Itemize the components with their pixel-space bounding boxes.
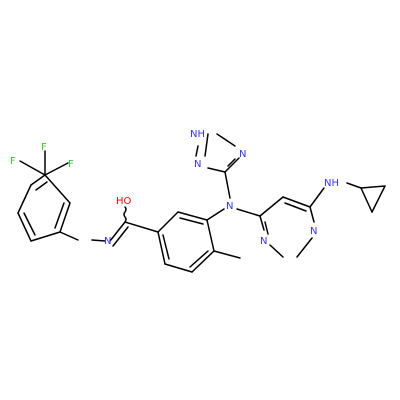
bond	[124, 221, 159, 233]
atom-labels: F F F HO N NH N N N N N NH	[10, 129, 339, 247]
bond	[109, 221, 126, 242]
atom-label-pyrimidine-n: N	[260, 236, 267, 247]
atom-label-triazole-nh: NH	[190, 129, 205, 140]
bond	[236, 208, 261, 217]
atom-label-f: F	[10, 156, 16, 167]
bond	[179, 217, 204, 225]
atom-label-triazole-n: N	[194, 159, 201, 170]
bond	[224, 171, 231, 199]
bond	[227, 158, 236, 167]
bond	[216, 133, 236, 147]
bond	[19, 160, 46, 176]
bond	[269, 244, 284, 258]
bond	[213, 250, 241, 259]
bond	[204, 133, 209, 157]
bond	[162, 234, 170, 260]
bond	[59, 231, 79, 241]
atom-label-bridge-n: N	[226, 201, 233, 212]
bond	[371, 185, 386, 213]
bond	[284, 202, 307, 212]
bond	[296, 237, 313, 258]
bond	[206, 219, 215, 252]
bond	[189, 250, 209, 268]
bond	[195, 145, 199, 157]
atom-label-triazole-n: N	[239, 149, 246, 160]
bond	[259, 196, 284, 217]
atom-label-pyrimidine-n: N	[310, 226, 317, 237]
bond	[206, 208, 225, 221]
bond	[30, 231, 61, 242]
bond	[17, 184, 32, 214]
bond	[44, 162, 69, 176]
bond	[91, 239, 106, 242]
bond	[35, 181, 48, 191]
atom-label-f: F	[41, 142, 47, 153]
bond	[177, 211, 208, 221]
atom-label-amide-n: N	[104, 236, 111, 247]
bond	[360, 185, 386, 189]
bond	[112, 226, 129, 247]
bond	[309, 187, 325, 208]
bond	[44, 174, 71, 204]
bond	[191, 250, 215, 273]
bond	[30, 174, 46, 186]
bond	[123, 206, 127, 223]
bond	[157, 211, 179, 233]
bond	[157, 231, 166, 265]
bond-lines	[17, 133, 386, 273]
atom-label-f: F	[68, 159, 74, 170]
bond	[346, 182, 362, 189]
atom-label-oh: HO	[116, 196, 132, 207]
bond	[264, 221, 269, 235]
bond	[224, 157, 240, 173]
bond	[54, 202, 65, 229]
bond	[309, 206, 315, 223]
bond	[164, 263, 193, 273]
bond	[259, 215, 265, 231]
atom-label-amine-nh: NH	[324, 178, 339, 189]
bond	[207, 167, 226, 173]
bond	[360, 187, 373, 213]
bond	[282, 196, 311, 208]
bond	[23, 212, 36, 236]
bond	[17, 212, 32, 242]
bond	[59, 202, 71, 233]
